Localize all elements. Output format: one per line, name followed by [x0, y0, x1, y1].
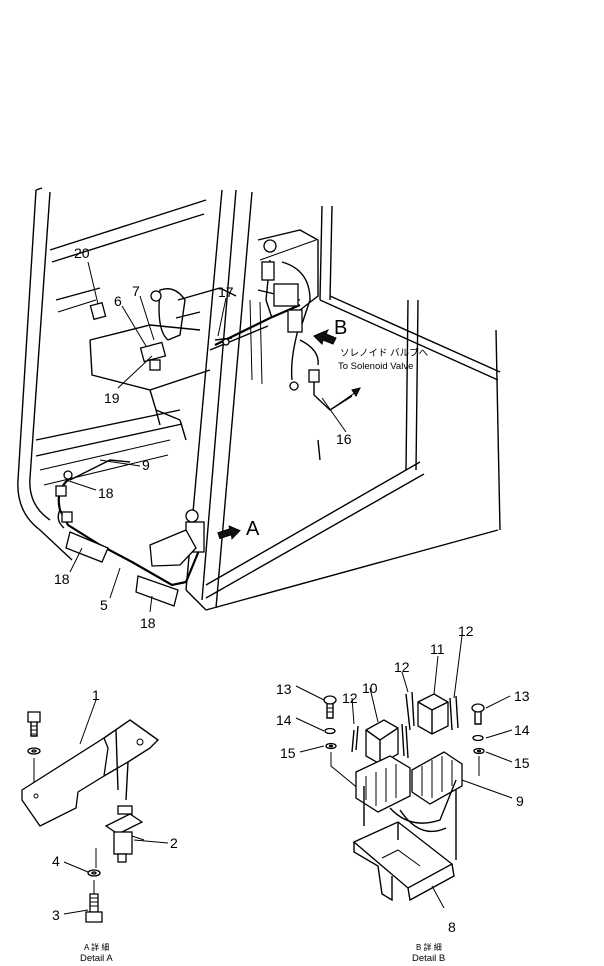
- callout-20: 20: [74, 245, 90, 261]
- callout-9: 9: [142, 457, 150, 473]
- components-main: [55, 239, 320, 607]
- callout-18-right: 18: [140, 615, 156, 631]
- detail-a-caption-en: Detail A: [80, 953, 113, 964]
- callout-18-upper: 18: [98, 485, 114, 501]
- detail-b-callout-15-right: 15: [514, 755, 530, 771]
- detail-b-callout-15-left: 15: [280, 745, 296, 761]
- detail-b-callout-12-left: 12: [342, 690, 358, 706]
- solenoid-arrow: [329, 387, 361, 411]
- solenoid-label-en: To Solenoid Valve: [338, 361, 413, 372]
- label-a: A: [246, 518, 260, 540]
- detail-b-callout-14-left: 14: [276, 712, 292, 728]
- detail-b-callout-14-right: 14: [514, 722, 530, 738]
- detail-b-callout-11: 11: [430, 641, 445, 657]
- callout-5: 5: [100, 597, 108, 613]
- detail-b-callout-9: 9: [516, 793, 524, 809]
- detail-b-callout-12-top: 12: [458, 623, 474, 639]
- detail-a-drawing: [21, 699, 169, 923]
- callout-6: 6: [114, 293, 122, 309]
- leaders-main: [65, 261, 347, 613]
- detail-b-caption-jp: B 詳 細: [416, 942, 442, 952]
- detail-b-callout-12-mid: 12: [394, 659, 410, 675]
- detail-b-callout-10: 10: [362, 680, 378, 696]
- detail-b-callout-13-right: 13: [514, 688, 530, 704]
- detail-a-callout-1: 1: [92, 687, 100, 703]
- callout-19: 19: [104, 390, 120, 406]
- detail-b-callout-13-left: 13: [276, 681, 292, 697]
- callout-18-left: 18: [54, 571, 70, 587]
- label-b: B: [334, 317, 347, 339]
- detail-a-callout-2: 2: [170, 835, 178, 851]
- callout-17: 17: [218, 284, 234, 300]
- arrow-a: [217, 525, 241, 540]
- cab-frame: [17, 187, 501, 611]
- callout-16: 16: [336, 431, 352, 447]
- detail-b-caption-en: Detail B: [412, 953, 445, 964]
- detail-b-callout-8: 8: [448, 919, 456, 935]
- solenoid-label-jp: ソレノイド バルブへ: [340, 347, 429, 359]
- detail-a-caption-jp: A 詳 細: [84, 942, 109, 952]
- detail-a-callout-4: 4: [52, 853, 60, 869]
- detail-a-callout-3: 3: [52, 907, 60, 923]
- arrow-b: [313, 329, 337, 345]
- detail-b-drawing: [295, 635, 513, 909]
- callout-7: 7: [132, 283, 140, 299]
